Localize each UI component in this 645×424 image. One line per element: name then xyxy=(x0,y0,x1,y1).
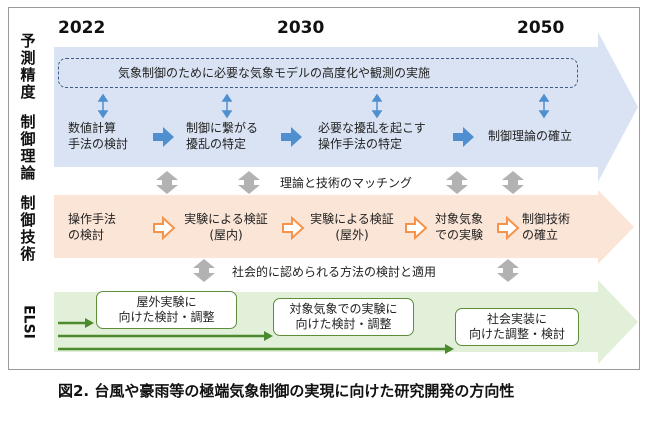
theory-step-2: 制御に繋がる 擾乱の特定 xyxy=(186,121,259,151)
prediction-note: 気象制御のために必要な気象モデルの高度化や観測の実施 xyxy=(118,66,431,80)
updown-arrow-icon-4 xyxy=(502,171,524,194)
tech-step-2: 実験による検証 (屋内) xyxy=(184,212,268,242)
right-arrow-icon-o1 xyxy=(153,215,176,241)
updown-arrow-icon-3 xyxy=(446,171,468,194)
row-label-control-tech: 制御技術 xyxy=(20,194,36,263)
right-arrow-icon-o4 xyxy=(497,215,520,241)
theory-step-1: 数値計算 手法の検討 xyxy=(68,121,129,151)
right-arrow-icon-o2 xyxy=(282,215,305,241)
tech-step-4: 対象気象 での実験 xyxy=(435,212,484,242)
elsi-box-1: 屋外実験に 向けた検討・調整 xyxy=(96,291,237,329)
row-label-control-theory: 制御理論 xyxy=(20,113,36,182)
figure-frame xyxy=(8,7,640,370)
figure-caption: 図2. 台風や豪雨等の極端気象制御の実現に向けた研究開発の方向性 xyxy=(58,382,515,400)
elsi-box-2: 対象気象での実験に 向けた検討・調整 xyxy=(273,298,414,336)
double-arrow-icon-3 xyxy=(371,93,383,119)
green-arrow-icon-3 xyxy=(58,344,454,354)
right-arrow-icon-o3 xyxy=(405,215,428,241)
updown-arrow-icon-2 xyxy=(238,171,260,194)
updown-arrow-icon-6 xyxy=(497,259,519,282)
year-2022: 2022 xyxy=(58,18,106,38)
right-arrow-icon-1 xyxy=(153,127,174,147)
updown-arrow-icon-1 xyxy=(156,171,178,194)
elsi-box-3: 社会実装に 向けた調整・検討 xyxy=(455,308,579,346)
green-arrow-icon-2 xyxy=(58,331,273,341)
tech-step-5: 制御技術 の確立 xyxy=(522,212,571,242)
theory-step-4: 制御理論の確立 xyxy=(488,129,573,143)
double-arrow-icon-2 xyxy=(221,93,233,119)
right-arrow-icon-3 xyxy=(453,127,474,147)
right-arrow-icon-2 xyxy=(281,127,302,147)
theory-step-3: 必要な擾乱を起こす 操作手法の特定 xyxy=(318,121,426,151)
social-label: 社会的に認められる方法の検討と適用 xyxy=(232,265,437,279)
double-arrow-icon-1 xyxy=(97,93,109,119)
double-arrow-icon-4 xyxy=(538,93,550,119)
control-tech-band xyxy=(54,190,634,264)
green-arrow-icon-1 xyxy=(58,318,94,328)
year-2030: 2030 xyxy=(277,18,325,38)
updown-arrow-icon-5 xyxy=(193,259,215,282)
matching-label: 理論と技術のマッチング xyxy=(280,176,413,190)
tech-step-1: 操作手法 の検討 xyxy=(68,212,117,242)
prediction-box xyxy=(58,58,578,88)
tech-step-3: 実験による検証 (屋外) xyxy=(310,212,394,242)
prediction-theory-band xyxy=(54,32,638,182)
row-label-prediction: 予測精度 xyxy=(20,32,36,101)
year-2050: 2050 xyxy=(517,18,565,38)
